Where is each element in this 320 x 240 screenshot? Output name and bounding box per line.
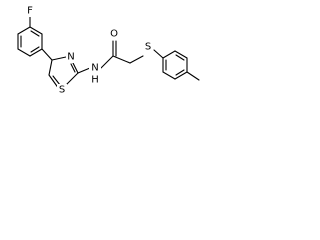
thiazole-sulfur-label: S <box>59 85 65 96</box>
bond <box>174 71 188 80</box>
thioether-sulfur-label: S <box>145 42 151 53</box>
atom-o: O <box>109 28 119 40</box>
bond <box>17 26 31 35</box>
atom-nh: N H <box>89 62 101 86</box>
bond <box>70 63 76 73</box>
atom-s-thiazole: S <box>57 84 67 96</box>
bond <box>186 71 200 81</box>
bond <box>175 54 185 61</box>
chemical-structure: F N S N H O S <box>17 5 200 96</box>
bond <box>162 50 176 59</box>
bond <box>64 72 79 87</box>
bond <box>72 62 79 74</box>
carbonyl-oxygen-label: O <box>110 29 118 40</box>
fluorophenyl-ring <box>17 16 43 57</box>
bond <box>162 71 176 80</box>
bond <box>51 56 67 61</box>
bond <box>29 26 43 35</box>
bond <box>30 30 40 37</box>
thiazole-nitrogen-label: N <box>67 52 74 63</box>
atom-f: F <box>25 5 35 17</box>
bond <box>48 59 53 76</box>
amide-nitrogen-label: N <box>91 63 98 74</box>
bond <box>175 69 185 76</box>
bond <box>30 46 40 53</box>
bond <box>52 75 61 86</box>
fluorine-label: F <box>27 6 33 17</box>
bond <box>100 55 114 69</box>
bond <box>153 49 164 59</box>
bond <box>29 48 43 57</box>
bond <box>41 48 53 61</box>
tolyl-ring <box>153 49 200 81</box>
bond <box>77 67 91 74</box>
bond <box>129 55 144 64</box>
amide-hydrogen-label: H <box>91 75 99 86</box>
atom-n-thiazole: N <box>66 51 76 63</box>
bond <box>174 50 188 59</box>
thiazole-ring <box>48 56 79 90</box>
atom-s-thioether: S <box>143 41 153 53</box>
bond <box>112 55 131 64</box>
bond <box>17 48 31 57</box>
